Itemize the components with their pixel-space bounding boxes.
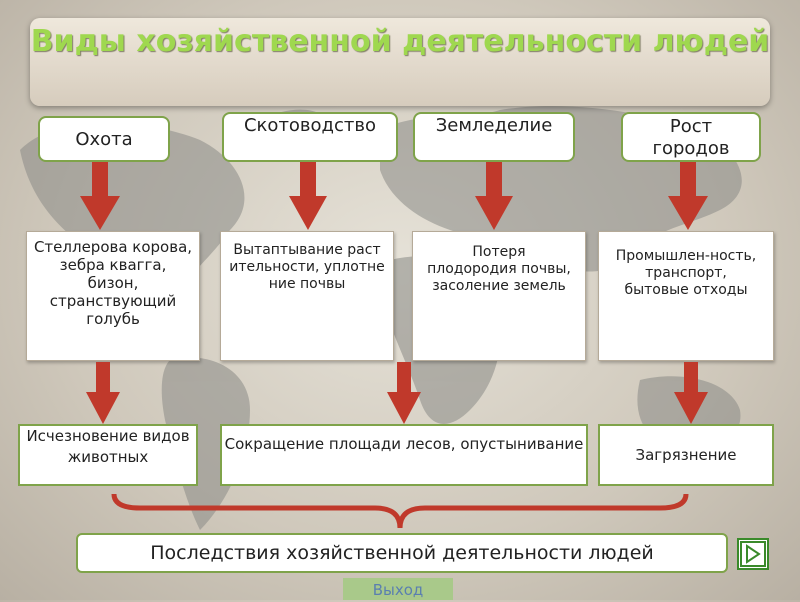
play-next-icon — [740, 541, 766, 567]
next-button[interactable] — [737, 538, 769, 570]
arrow-down-icon — [289, 162, 327, 230]
activity-hunting: Охота — [38, 116, 170, 162]
impact-farming: Потеря плодородия почвы, засоление земел… — [412, 231, 586, 361]
activity-label: Охота — [75, 129, 133, 150]
activity-label: Рост городов — [652, 116, 730, 159]
activity-label: Скотоводство — [243, 115, 377, 136]
impact-text: Промышлен-ность, транспорт, бытовые отхо… — [615, 248, 757, 298]
page-title: Виды хозяйственной деятельности людей — [30, 24, 770, 59]
consequence-pollution: Загрязнение — [598, 424, 774, 486]
activity-label: Земледелие — [435, 115, 553, 136]
impact-urban-growth: Промышлен-ность, транспорт, бытовые отхо… — [598, 231, 774, 361]
arrow-down-icon — [668, 162, 708, 230]
consequence-text: Исчезновение видов животных — [26, 427, 190, 466]
impact-cattle-breeding: Вытаптывание растительности, уплотнение … — [220, 231, 394, 361]
title-band — [30, 18, 770, 106]
arrow-down-icon — [674, 362, 708, 424]
activity-urban-growth: Рост городов — [621, 112, 761, 162]
consequence-text: Сокращение площади лесов, опустынивание — [224, 435, 584, 453]
summary-box: Последствия хозяйственной деятельности л… — [76, 533, 728, 573]
brace-icon — [111, 493, 689, 529]
impact-text: Стеллерова корова, зебра квагга, бизон, … — [33, 238, 193, 328]
arrow-down-icon — [86, 362, 120, 424]
impact-hunting: Стеллерова корова, зебра квагга, бизон, … — [26, 231, 200, 361]
exit-button[interactable]: Выход — [343, 578, 453, 600]
arrow-down-icon — [387, 362, 421, 424]
arrow-down-icon — [475, 162, 513, 230]
consequence-deforestation: Сокращение площади лесов, опустынивание — [220, 424, 588, 486]
arrow-down-icon — [80, 162, 120, 230]
consequence-text: Загрязнение — [635, 446, 737, 464]
impact-text: Потеря плодородия почвы, засоление земел… — [427, 244, 571, 294]
activity-cattle-breeding: Скотоводство — [222, 112, 398, 162]
impact-text: Вытаптывание растительности, уплотнение … — [229, 242, 385, 292]
activity-farming: Земледелие — [413, 112, 575, 162]
consequence-extinction: Исчезновение видов животных — [18, 424, 198, 486]
